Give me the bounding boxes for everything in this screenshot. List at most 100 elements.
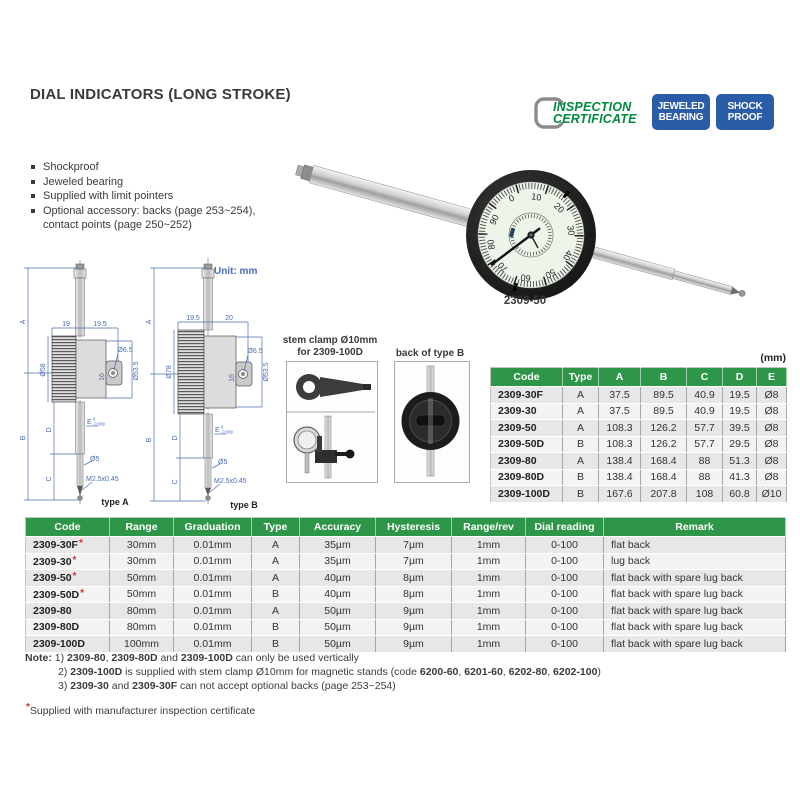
- stem-clamp-image: [296, 374, 371, 400]
- page-title: DIAL INDICATORS (LONG STROKE): [30, 86, 291, 103]
- value-cell: B: [562, 469, 599, 486]
- value-cell: 40µm: [299, 569, 376, 587]
- value-cell: B: [251, 635, 300, 653]
- dim-stem-dia: Ø5: [90, 456, 99, 463]
- type-a-drawing: A B D C 19 19.5 Ø58 Ø6.5 16 Ø53.5 E 0 -0…: [20, 260, 140, 507]
- dim-w1: 19.5: [186, 315, 200, 322]
- type-a-caption: type A: [101, 497, 129, 507]
- value-cell: 108.3: [598, 419, 641, 437]
- value-cell: 168.4: [640, 469, 687, 486]
- value-cell: 35µm: [299, 553, 376, 570]
- footnote: *Supplied with manufacturer inspection c…: [25, 702, 255, 717]
- column-header: Hysteresis: [375, 517, 452, 537]
- value-cell: 39.5: [722, 419, 757, 437]
- feature-item: Optional accessory: backs (page 253~254)…: [30, 204, 292, 233]
- value-cell: A: [251, 553, 300, 570]
- column-header: Type: [562, 367, 599, 387]
- code-cell: 2309-100D: [25, 635, 110, 653]
- value-cell: 1mm: [451, 536, 526, 554]
- dim-lug: 16: [99, 373, 106, 381]
- value-cell: 41.3: [722, 469, 757, 486]
- value-cell: 1mm: [451, 619, 526, 636]
- note-line: 2) 2309-100D is supplied with stem clamp…: [58, 666, 601, 678]
- value-cell: A: [251, 536, 300, 554]
- value-cell: Ø8: [756, 403, 787, 420]
- column-header: A: [598, 367, 641, 387]
- column-header: Code: [25, 517, 110, 537]
- value-cell: Ø8: [756, 436, 787, 453]
- inspection-line2: CERTIFICATE: [553, 112, 637, 126]
- value-cell: 7µm: [375, 553, 452, 570]
- value-cell: 0.01mm: [173, 569, 252, 587]
- column-header: Range: [109, 517, 174, 537]
- certificate-star: *: [72, 554, 77, 566]
- value-cell: 0-100: [525, 635, 604, 653]
- product-photo: 0 10 20 30 40 50 60 70 80 90: [295, 164, 746, 300]
- value-cell: 9µm: [375, 619, 452, 636]
- value-cell: 88: [686, 452, 723, 470]
- dim-E-tol: -0.009: [93, 422, 106, 427]
- value-cell: 108.3: [598, 436, 641, 453]
- code-cell: 2309-100D: [490, 485, 563, 503]
- dial-number: 60: [520, 272, 531, 283]
- value-cell: 89.5: [640, 386, 687, 404]
- code-cell: 2309-80D: [25, 619, 110, 636]
- column-header: D: [722, 367, 757, 387]
- value-cell: 1mm: [451, 602, 526, 620]
- value-cell: 9µm: [375, 635, 452, 653]
- dim-D: D: [46, 427, 53, 432]
- value-cell: 60.8: [722, 485, 757, 503]
- value-cell: 35µm: [299, 536, 376, 554]
- dial-number: 90: [488, 213, 501, 226]
- feature-item: Supplied with limit pointers: [30, 189, 292, 204]
- limit-pointer: [562, 190, 571, 199]
- feature-item: Shockproof: [30, 160, 292, 175]
- code-cell: 2309-80: [490, 452, 563, 470]
- value-cell: 9µm: [375, 602, 452, 620]
- dim-w1: 19: [62, 321, 70, 328]
- value-cell: 40.9: [686, 403, 723, 420]
- value-cell: 0.01mm: [173, 635, 252, 653]
- value-cell: lug back: [603, 553, 786, 570]
- indicator-outline: [51, 263, 123, 501]
- value-cell: A: [562, 452, 599, 470]
- indicator-stem: [295, 164, 746, 297]
- value-cell: flat back with spare lug back: [603, 619, 786, 636]
- certificate-star: *: [80, 587, 85, 599]
- value-cell: 100mm: [109, 635, 174, 653]
- inspection-line1: INSPECTION: [553, 99, 632, 114]
- dim-D: D: [172, 435, 179, 440]
- code-cell: 2309-30: [490, 403, 563, 420]
- value-cell: 50µm: [299, 619, 376, 636]
- dim-E-top: 0: [93, 417, 96, 422]
- value-cell: 8µm: [375, 586, 452, 603]
- value-cell: Ø8: [756, 469, 787, 486]
- dim-E: E: [87, 419, 92, 426]
- value-cell: 80mm: [109, 602, 174, 620]
- value-cell: 89.5: [640, 403, 687, 420]
- value-cell: 0.01mm: [173, 536, 252, 554]
- type-b-back-image: [401, 365, 460, 477]
- column-header: Code: [490, 367, 563, 387]
- jeweled-line2: BEARING: [658, 112, 704, 123]
- dim-C: C: [46, 476, 53, 481]
- code-cell: 2309-50D*: [25, 586, 110, 603]
- value-cell: 126.2: [640, 419, 687, 437]
- value-cell: 0.01mm: [173, 619, 252, 636]
- value-cell: 57.7: [686, 419, 723, 437]
- value-cell: 1mm: [451, 553, 526, 570]
- value-cell: 19.5: [722, 403, 757, 420]
- value-cell: 207.8: [640, 485, 687, 503]
- value-cell: 80mm: [109, 619, 174, 636]
- code-cell: 2309-50*: [25, 569, 110, 587]
- value-cell: 0-100: [525, 553, 604, 570]
- value-cell: A: [562, 386, 599, 404]
- dim-stem-dia: Ø5: [218, 459, 227, 466]
- note-line: Note: 1) 2309-80, 2309-80D and 2309-100D…: [25, 652, 359, 664]
